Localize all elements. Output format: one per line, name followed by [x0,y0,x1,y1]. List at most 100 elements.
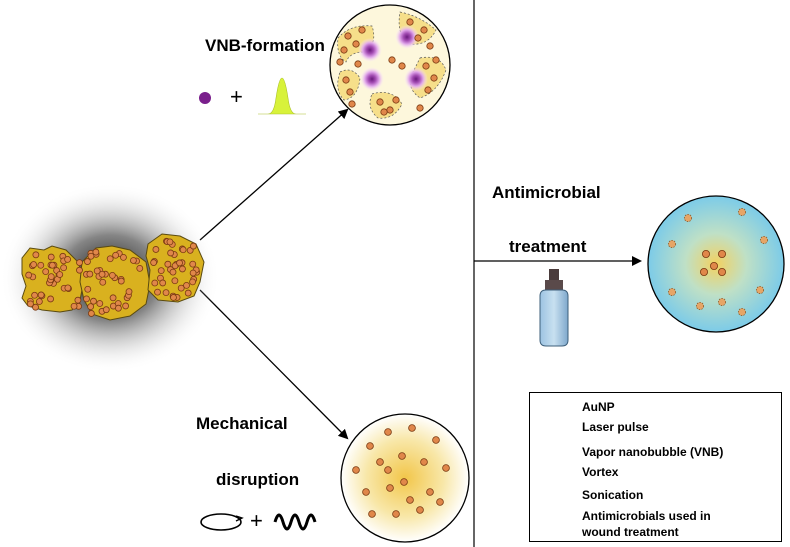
bacterium [177,284,185,292]
bacterium [354,60,362,68]
bacterium [362,488,370,496]
bacterium [426,488,434,496]
bacterium [35,298,43,305]
bacterium [384,428,392,436]
bacterium [189,278,196,286]
legend-label-line2: wound treatment [582,525,679,539]
mechanical-disruption-circle [340,413,470,543]
bacterium [171,277,179,285]
bacterium [420,26,428,34]
bacterium [169,268,177,276]
bacterium [346,88,354,96]
bacterium [102,306,110,314]
bacterium [432,436,440,444]
bacterium [30,261,38,268]
legend-label: Sonication [582,488,644,502]
bacterium [436,498,444,506]
legend-item-aunp: AuNP [530,398,783,418]
bacterium [336,58,344,66]
bacterium [190,242,197,250]
bacterium [426,42,434,50]
bacterium [424,86,432,94]
bacterium [400,478,408,486]
bacterium [384,466,392,474]
bacterium [120,253,127,261]
bacterium [738,207,747,216]
bacterium [406,18,414,26]
bacterium [32,303,39,311]
arrow-to-mechanical [199,289,349,440]
bacterium [154,288,161,296]
legend-label: Vortex [582,465,619,479]
legend-item-sonication: Sonication [530,486,783,506]
bacterium [380,108,388,116]
bacterium [684,213,693,222]
bacterium [342,76,350,84]
arrow-to-vnb [199,108,349,241]
bacterium [416,104,424,112]
bacterium [386,484,394,492]
bacterium [87,303,95,311]
bacterium [167,249,175,257]
bacterium [108,271,116,279]
bacterium [76,266,83,274]
sonication-icon [273,513,317,531]
bacterium [109,294,117,302]
bacterium [152,246,160,253]
bacterium [159,279,167,287]
bacterium [376,98,384,106]
bacterium [106,255,114,263]
bacterium [348,100,356,108]
bacterium [48,261,56,269]
bacterium [93,267,101,275]
legend-label: Vapor nanobubble (VNB) [582,445,724,459]
bacterium [87,252,95,260]
bacterium [358,26,366,34]
antimicrobial-circle [647,195,785,333]
bacterium [414,34,422,42]
bacterium [32,251,40,259]
bacterium [150,259,158,266]
bacterium [136,264,144,272]
bacterium [398,62,406,70]
bacterium [184,289,192,297]
bacterium [376,458,384,466]
bacterium [76,259,83,266]
bacterium [162,289,170,297]
bacterium [406,496,414,504]
bacterium [189,269,197,277]
bacterium [183,281,190,289]
vortex-icon [200,513,244,531]
bacterium [96,300,104,307]
bacterium [179,246,187,254]
bacterium [37,261,45,269]
bacterium [710,261,719,270]
bacterium [408,424,416,432]
bacterium [164,260,172,268]
bacterium [60,264,68,272]
bacterium [122,302,130,310]
bacterium [84,258,91,265]
bacterium [430,74,438,82]
bacterium [668,287,677,296]
legend-item-laser: Laser pulse [530,418,783,438]
antimicrobial-label: Antimicrobial [492,183,601,202]
bacterium [179,265,186,273]
bacterium [170,294,177,301]
bacterium [27,300,34,308]
bacterium [114,304,122,312]
bacterium [392,96,400,104]
bacterium [420,458,428,466]
bacterium [86,270,94,278]
bacterium [432,56,440,64]
bacterium [84,285,92,293]
bacterium [112,251,120,259]
bacterium [702,249,711,258]
legend-label: Laser pulse [582,420,649,434]
bacterium [442,464,450,472]
bacterium [700,267,709,276]
bacterium [92,248,100,256]
laser-pulse-icon [258,77,306,115]
bacterium [125,288,133,296]
